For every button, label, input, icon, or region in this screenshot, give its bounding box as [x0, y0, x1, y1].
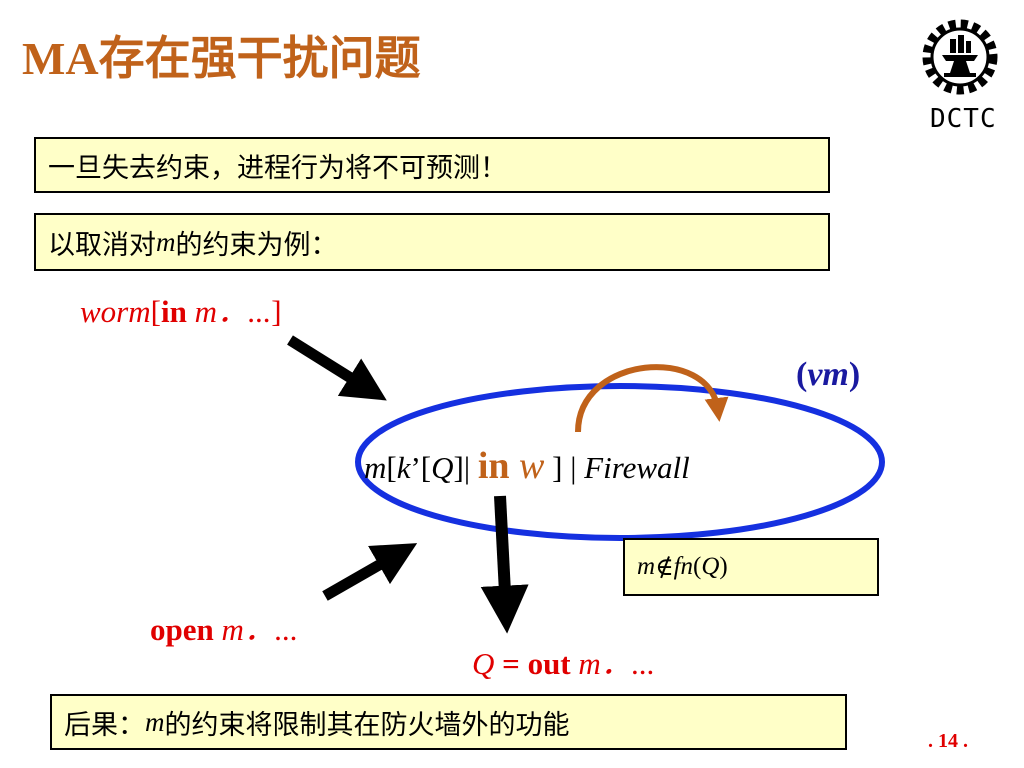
cond-q: Q — [701, 553, 720, 580]
consequence-prefix: 后果： — [64, 709, 145, 740]
restriction-label: (νm) — [796, 356, 860, 394]
proc-tail: ] | — [544, 450, 585, 485]
in-curve-arrow — [575, 364, 729, 433]
open-arrow — [322, 543, 418, 601]
proc-in-keyword: in — [477, 445, 510, 487]
out-eq: = — [494, 646, 528, 681]
cond-op: ∉ — [655, 554, 674, 581]
example-prefix: 以取消对 — [48, 229, 156, 260]
firewall-ellipse — [355, 383, 885, 541]
process-expression: m[k’[Q]| in w ] | Firewall — [364, 444, 690, 488]
cond-fn: fn — [673, 553, 694, 580]
logo-text: DCTC — [930, 104, 997, 134]
restriction-close: ) — [848, 356, 861, 393]
proc-firewall: Firewall — [584, 450, 690, 485]
worm-open-bracket: [ — [150, 294, 161, 329]
statement-box: 一旦失去约束，进程行为将不可预测！ — [34, 137, 830, 193]
consequence-suffix: 的约束将限制其在防火墙外的功能 — [164, 709, 570, 740]
out-arrow — [480, 495, 529, 634]
out-rest: m．... — [570, 646, 656, 681]
open-keyword: open — [150, 612, 214, 647]
worm-expression: worm[in m．...] — [80, 286, 282, 331]
proc-q: Q — [431, 450, 454, 485]
proc-prime: ’[ — [410, 450, 432, 485]
worm-close-bracket: ] — [271, 294, 282, 329]
consequence-var: m — [145, 706, 165, 737]
page-number: . 14 . — [928, 730, 968, 752]
worm-in-keyword: in — [160, 294, 187, 329]
example-var: m — [156, 226, 176, 257]
condition-box: m ∉ fn(Q) — [623, 538, 879, 596]
restriction-open: ( — [796, 356, 808, 393]
worm-arrow — [287, 335, 387, 401]
page-title: MA存在强干扰问题 — [22, 33, 421, 84]
out-q: Q — [472, 646, 495, 681]
out-keyword: out — [527, 646, 571, 681]
proc-m: m — [364, 450, 387, 485]
cond-paren-close: ) — [719, 553, 728, 580]
cond-m: m — [637, 553, 656, 580]
restriction-var: m — [822, 356, 849, 393]
open-expression: open m．... — [150, 604, 298, 649]
dctc-gear-logo-icon — [922, 19, 998, 95]
example-suffix: 的约束为例： — [175, 229, 338, 260]
proc-b2: ]| — [453, 450, 478, 485]
worm-rest: m．... — [186, 294, 272, 329]
proc-k: k — [396, 450, 411, 485]
statement-text: 一旦失去约束，进程行为将不可预测！ — [48, 152, 507, 183]
proc-w: w — [509, 445, 545, 487]
restriction-nu: ν — [807, 356, 823, 393]
out-expression: Q = out m．... — [472, 638, 655, 683]
proc-b1: [ — [386, 450, 397, 485]
open-rest: m．... — [213, 612, 299, 647]
worm-name: worm — [80, 294, 151, 329]
cond-paren-open: ( — [693, 553, 702, 580]
